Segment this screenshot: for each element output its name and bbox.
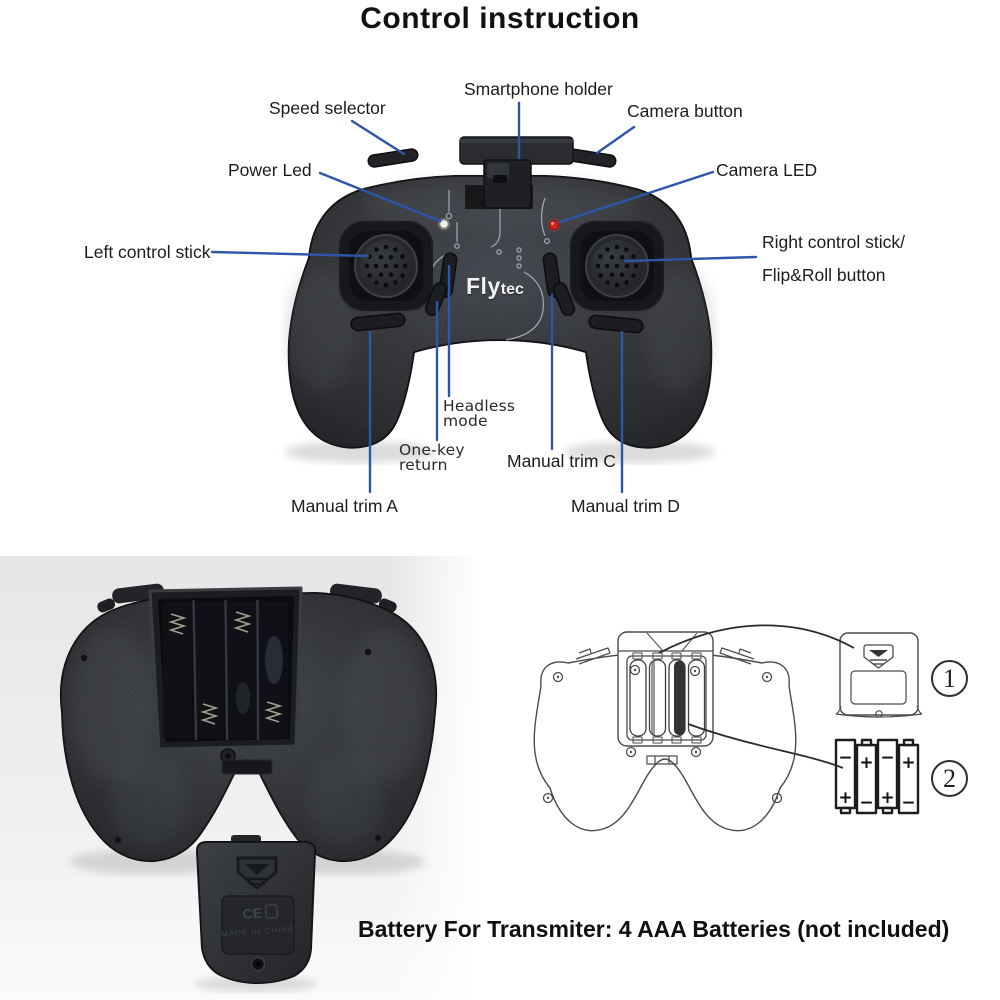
label-manual-trim-a: Manual trim A [291,496,398,516]
right-control-stick [570,221,664,311]
flytec-logo-bold: Fly [466,273,501,299]
battery1-top-polarity: − [838,748,852,768]
back-transmitter-photo: CE MADE IN CHINA [0,556,478,1000]
front-transmitter-photo [285,136,715,463]
step-1-badge: 1 [931,660,968,697]
sketch-battery-compartment [617,631,714,747]
manual-trim-a-button [350,312,406,332]
leader-power-led [318,171,442,223]
label-headless-line1: Headless [443,397,516,415]
label-power-led: Power Led [228,160,312,180]
label-one-key-return: One-key return [399,441,465,474]
camera-led-dot [547,218,561,232]
label-speed-selector: Speed selector [269,98,386,118]
label-one-key-line2: return [399,456,448,474]
back-screw-holes [80,648,381,843]
sketch-leader-lines [658,624,855,769]
flytec-logo-light: tec [500,281,524,298]
label-one-key-line1: One-key [399,441,465,459]
label-headless-line2: mode [443,412,488,430]
battery-springs [168,611,283,725]
cover-ce-mark: CE [242,905,263,922]
label-manual-trim-d: Manual trim D [571,496,680,516]
battery3-bottom-polarity: + [880,788,894,808]
page-title: Control instruction [360,2,640,35]
sketch-bottom-tab [646,755,678,765]
battery2-top-polarity: + [859,753,873,773]
leader-camera-led [558,170,715,224]
leader-batteries-step2 [687,723,844,769]
battery1-bottom-polarity: + [838,788,852,808]
speed-selector-switch [367,148,419,168]
cover-grip-emblem [236,856,278,890]
label-camera-led: Camera LED [716,160,818,180]
label-headless-mode: Headless mode [443,397,516,430]
label-right-control-stick: Right control stick/ Flip&Roll button [762,233,905,285]
label-camera-button: Camera button [627,101,743,121]
battery-caption: Battery For Transmiter: 4 AAA Batteries … [358,916,950,942]
battery-install-sketch: − + + − − + + − [533,624,923,832]
battery-compartment [148,586,303,764]
label-left-control-stick: Left control stick [84,242,211,262]
manual-trim-d-button [588,314,644,334]
step-2-badge: 2 [931,760,968,797]
battery4-top-polarity: + [901,753,915,773]
sketch-shoulder-tabs [575,647,755,665]
battery-cover-photo: CE MADE IN CHINA [194,835,318,992]
sketch-battery-cover [835,632,923,718]
smartphone-holder-clamp [459,136,574,209]
label-smartphone-holder: Smartphone holder [464,79,613,99]
battery2-bottom-polarity: − [859,793,873,813]
battery4-bottom-polarity: − [901,793,915,813]
manual-trim-c-lower-button [552,282,576,316]
one-key-return-button [424,282,448,316]
leader-left-stick [210,250,370,258]
battery3-top-polarity: − [880,748,894,768]
label-manual-trim-c: Manual trim C [507,451,616,471]
label-right-control-stick-line1: Right control stick/ [762,232,905,252]
back-center-tab [221,759,273,775]
left-control-stick [339,221,433,311]
leader-speed-selector [350,119,406,156]
sketch-aaa-batteries: − + + − − + + − [834,738,920,815]
annotation-lines [210,101,758,494]
label-flip-roll-button: Flip&Roll button [762,265,886,286]
leader-right-stick [623,255,758,263]
leader-camera-button [595,125,636,155]
leader-cover-step1 [658,624,855,654]
